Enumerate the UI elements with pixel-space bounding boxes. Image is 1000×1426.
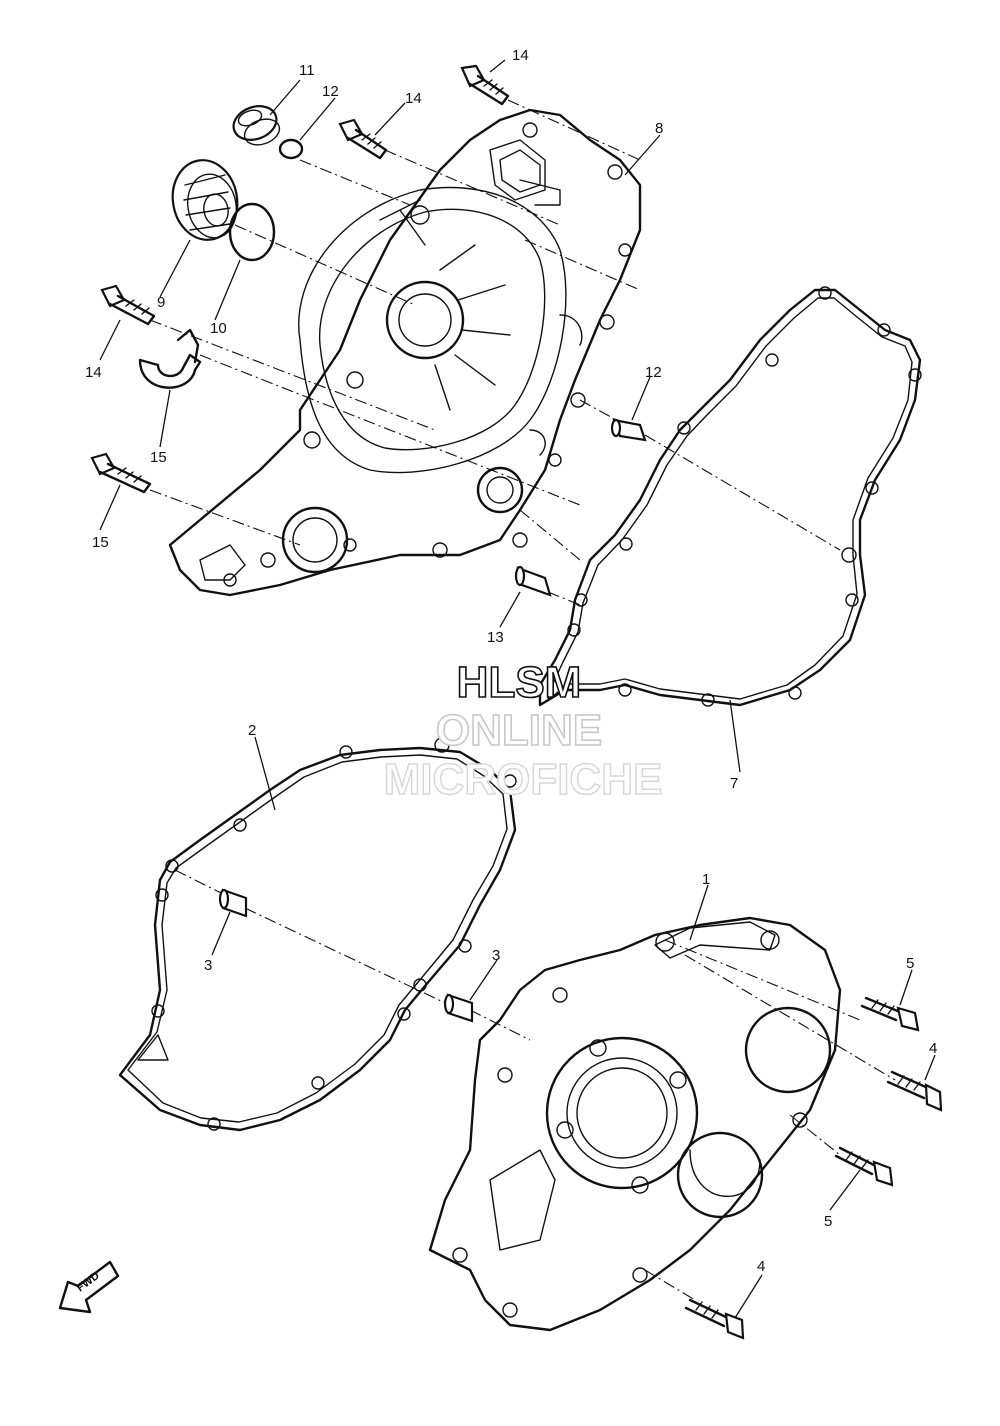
callout-3-left: 3 — [204, 957, 212, 974]
callout-8: 10 — [210, 320, 227, 337]
dowel-12-upper — [610, 418, 647, 442]
bolt-14-low — [90, 452, 152, 494]
crankcase-cover-lower — [428, 916, 842, 1332]
plug-9 — [232, 105, 281, 146]
callout-2: 2 — [248, 722, 256, 739]
forward-arrow: FWD — [58, 1260, 120, 1314]
clamp-15 — [138, 328, 202, 389]
bolt-4-upper — [886, 1070, 943, 1112]
gasket-2 — [118, 737, 517, 1132]
callout-3-right: 3 — [492, 947, 500, 964]
dowel-12-lower — [514, 565, 552, 597]
callout-12-upper: 12 — [645, 364, 662, 381]
callout-4-upper: 4 — [929, 1040, 937, 1057]
callout-10: 12 — [322, 83, 339, 100]
callout-12-lower: 13 — [487, 629, 504, 646]
center-lines — [149, 99, 896, 1301]
crankcase-cover-upper — [168, 108, 642, 597]
callout-11: 7 — [730, 775, 738, 792]
watermark-line-3: MICROFICHE — [384, 755, 663, 804]
watermark: HLSM ONLINE MICROFICHE — [383, 657, 663, 805]
callout-1: 1 — [702, 871, 710, 888]
bolt-5-lower — [834, 1146, 894, 1187]
bolt-14-mid — [100, 284, 156, 326]
bolt-13 — [460, 64, 510, 106]
callout-14-mid: 14 — [85, 364, 102, 381]
dowel-3-left — [218, 888, 248, 918]
callout-7: 9 — [157, 294, 165, 311]
bolt-4-lower — [684, 1298, 745, 1340]
bolt-5-upper — [860, 996, 920, 1032]
dowel-3-right — [443, 993, 474, 1023]
cap-7 — [171, 159, 239, 241]
callout-9: 11 — [299, 62, 315, 79]
o-ring-8 — [228, 202, 276, 262]
watermark-line-2: ONLINE — [436, 706, 602, 755]
callout-13: 14 — [512, 47, 529, 64]
callout-labels: 14 11 12 14 8 9 10 14 12 15 15 13 2 7 1 … — [85, 47, 937, 1275]
callout-14-top: 14 — [405, 90, 422, 107]
callout-5-lower: 5 — [824, 1213, 832, 1230]
callout-14-low: 15 — [92, 534, 109, 551]
callout-4-lower: 4 — [757, 1258, 765, 1275]
leader-lines — [99, 59, 936, 1319]
callout-5-upper: 5 — [906, 955, 914, 972]
watermark-line-1: HLSM — [457, 658, 582, 707]
callout-15: 15 — [150, 449, 167, 466]
callout-6: 8 — [655, 120, 663, 137]
bolt-14-top — [338, 118, 388, 160]
o-ring-10 — [278, 138, 304, 160]
gasket-11 — [538, 286, 922, 707]
